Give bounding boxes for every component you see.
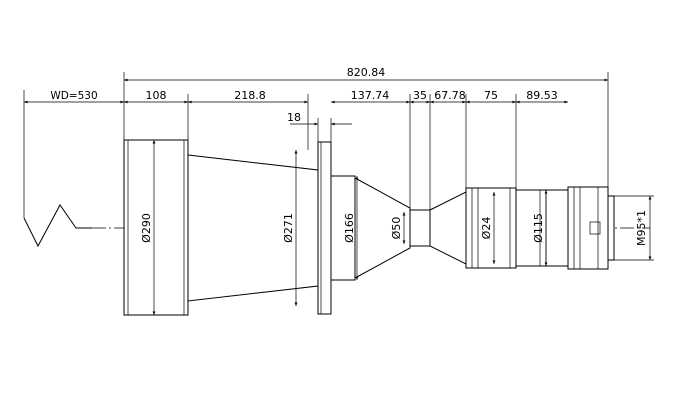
d166-label: Ø166	[343, 213, 356, 243]
seg-8953-label: 89.53	[526, 89, 558, 102]
waist	[409, 209, 431, 247]
rear-ring	[567, 186, 609, 270]
seg-6778-label: 67.78	[434, 89, 466, 102]
d290-label: Ø290	[140, 213, 153, 243]
lens-body	[123, 139, 615, 316]
extension-lines	[23, 72, 609, 218]
front-barrel	[123, 139, 189, 316]
d24-label: Ø24	[480, 217, 493, 240]
flange	[317, 141, 332, 315]
seg-18-label: 18	[287, 111, 301, 124]
d115-label: Ø115	[532, 213, 545, 243]
front-cone	[187, 154, 319, 302]
d50-label: Ø50	[390, 217, 403, 240]
seg-75-label: 75	[484, 89, 498, 102]
seg-108-label: 108	[146, 89, 167, 102]
wd-label: WD=530	[50, 90, 97, 102]
seg-13774-label: 137.74	[351, 89, 390, 102]
body-a	[465, 187, 517, 269]
dimension-lines	[24, 78, 654, 315]
body-b	[515, 189, 569, 267]
rear-taper	[429, 191, 467, 265]
thread	[607, 195, 615, 261]
total-length-label: 820.84	[347, 66, 386, 79]
thread-label: M95*1	[635, 210, 648, 246]
seg-2188-label: 218.8	[234, 89, 266, 102]
mid-cone	[354, 177, 411, 279]
dimension-texts: 820.84 WD=530 108 218.8 18 137.74 35 67.…	[50, 66, 648, 246]
seg-35-label: 35	[413, 89, 427, 102]
d271-label: Ø271	[282, 213, 295, 243]
